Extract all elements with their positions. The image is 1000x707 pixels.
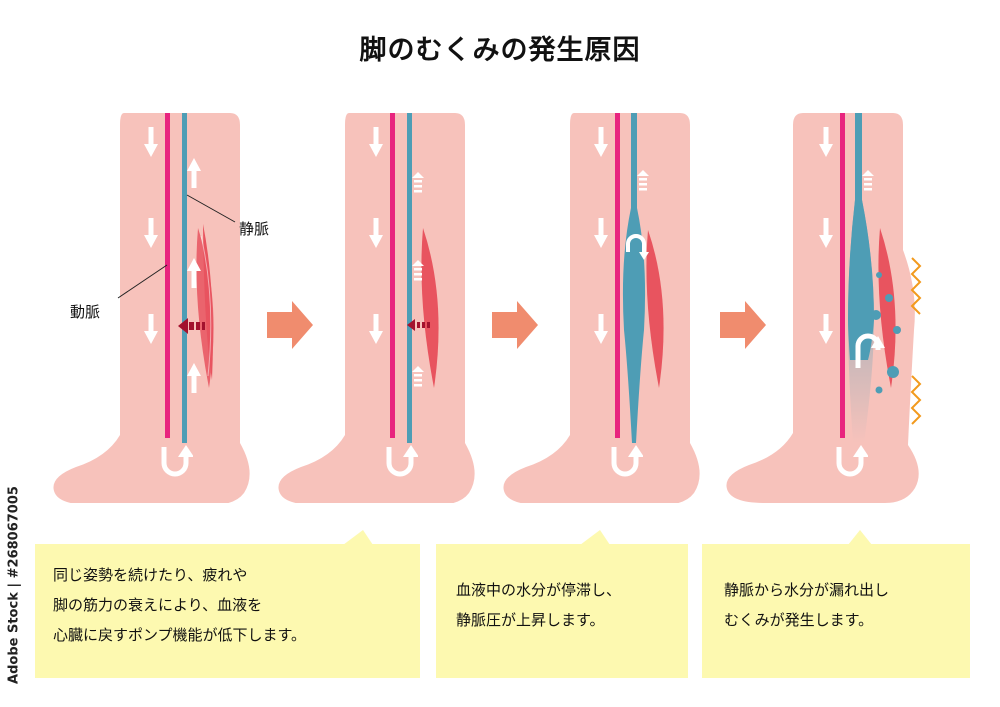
leg-1: [53, 113, 250, 503]
stock-watermark: Adobe Stock | #268067005: [2, 470, 26, 700]
caption-1-line-3: 心臓に戻すポンプ機能が低下します。: [53, 626, 307, 644]
step-arrow-icon: [267, 301, 313, 349]
caption-1-line-1: 同じ姿勢を続けたり、疲れや: [53, 566, 248, 584]
stock-id-text: Adobe Stock | #268067005: [6, 486, 22, 684]
leg-3: [503, 113, 700, 503]
artery-label: 動脈: [70, 303, 101, 321]
swelling-zigzag-icon: [910, 257, 922, 425]
pump-arrow-icon: [407, 319, 430, 331]
caption-box-2: 血液中の水分が停滞し、 静脈圧が上昇します。: [436, 544, 688, 678]
caption-1-line-2: 脚の筋力の衰えにより、血液を: [53, 596, 263, 614]
caption-box-3: 静脈から水分が漏れ出し むくみが発生します。: [702, 544, 970, 678]
leg-4: [726, 113, 922, 503]
fluid-drop-icon: [871, 272, 901, 394]
page-title: 脚のむくみの発生原因: [359, 35, 641, 66]
vein-label: 静脈: [239, 220, 270, 238]
pump-arrow-icon: [178, 318, 205, 334]
caption-2-line-2: 静脈圧が上昇します。: [456, 611, 605, 629]
step-arrow-icon: [720, 301, 766, 349]
caption-3-line-1: 静脈から水分が漏れ出し: [724, 581, 890, 599]
leg-2: [278, 113, 475, 503]
caption-2-line-1: 血液中の水分が停滞し、: [456, 581, 622, 599]
caption-3-line-2: むくみが発生します。: [724, 611, 874, 629]
step-arrow-icon: [492, 301, 538, 349]
caption-box-1: 同じ姿勢を続けたり、疲れや 脚の筋力の衰えにより、血液を 心臓に戻すポンプ機能が…: [35, 544, 420, 678]
